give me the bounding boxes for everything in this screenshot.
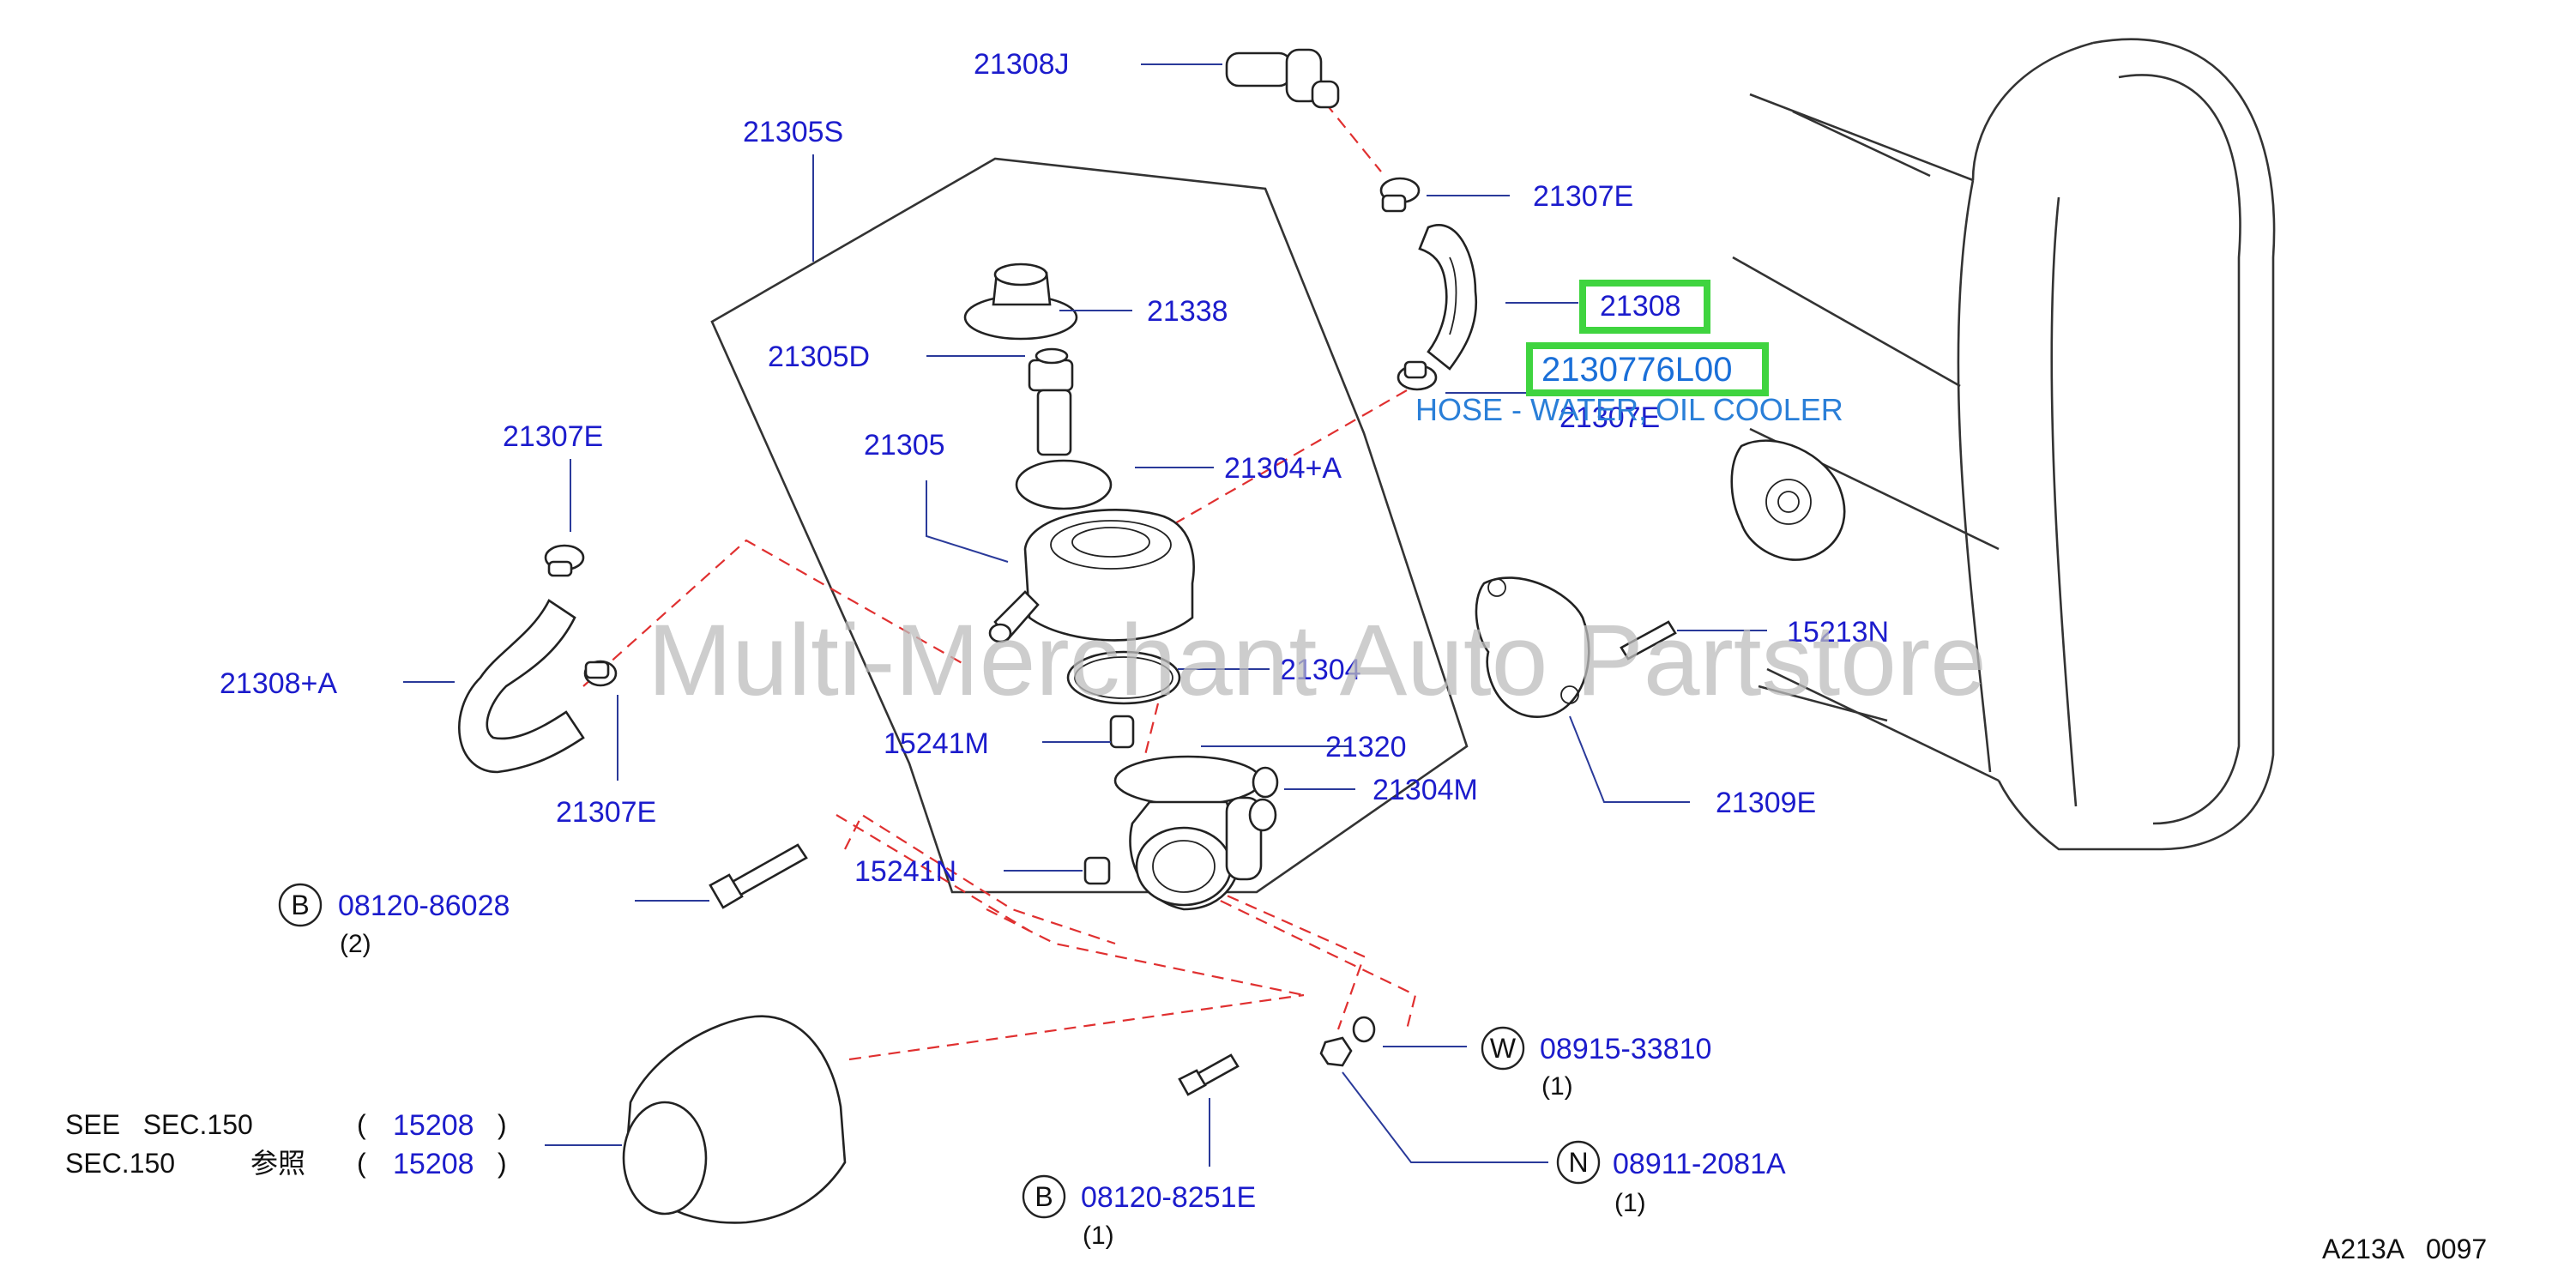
label-08911-2081A[interactable]: 08911-2081A — [1613, 1148, 1786, 1180]
part-21305D-relief-valve — [1028, 347, 1074, 456]
label-21305S[interactable]: 21305S — [743, 116, 843, 148]
label-21307E-left[interactable]: 21307E — [503, 420, 603, 453]
highlight-description: HOSE - WATER, OIL COOLER — [1415, 392, 1843, 427]
label-21307E-top[interactable]: 21307E — [1533, 180, 1633, 213]
highlight-part-number[interactable]: 2130776L00 — [1541, 351, 1732, 389]
see-section-line2: SEC.150 — [65, 1148, 175, 1179]
svg-text:N: N — [1568, 1147, 1588, 1178]
see-section-paren-close-2: ) — [498, 1148, 507, 1179]
label-21305D[interactable]: 21305D — [768, 341, 870, 373]
clamp-top — [1379, 177, 1421, 213]
label-15208-b[interactable]: 15208 — [393, 1148, 474, 1180]
qty-bolt-a: (2) — [340, 930, 371, 958]
hose-21308 — [1418, 224, 1478, 371]
nut-08911 — [1319, 1036, 1353, 1067]
symbol-nut: N — [1556, 1140, 1601, 1185]
part-21304M-ring — [1252, 766, 1279, 799]
symbol-washer: W — [1481, 1026, 1525, 1071]
label-08120-8251E[interactable]: 08120-8251E — [1081, 1181, 1256, 1214]
hose-21308A — [458, 599, 585, 774]
qty-nut: (1) — [1614, 1189, 1646, 1217]
label-21338[interactable]: 21338 — [1147, 295, 1228, 328]
washer-08915 — [1352, 1016, 1376, 1043]
oil-filter-15208 — [622, 1015, 847, 1224]
leader-lines — [403, 63, 1767, 1167]
part-21320-oil-filter-bracket — [1113, 755, 1277, 911]
see-section-line2-ref: 参照 — [250, 1148, 305, 1179]
label-21308J[interactable]: 21308J — [974, 48, 1070, 81]
part-15241N — [1083, 856, 1111, 885]
part-15213N-stud — [1620, 620, 1677, 661]
see-section-reference: SEE SEC.150 ( ) SEC.150 参照 ( ) — [65, 1109, 507, 1179]
label-21308A[interactable]: 21308+A — [220, 667, 337, 700]
label-08120-86028[interactable]: 08120-86028 — [338, 890, 510, 922]
part-21338-cap — [963, 262, 1078, 341]
label-21320[interactable]: 21320 — [1325, 731, 1407, 763]
highlight-callout: 2130776L00 HOSE - WATER, OIL COOLER — [1415, 351, 1843, 427]
label-08915-33810[interactable]: 08915-33810 — [1540, 1033, 1711, 1065]
symbol-bolt-a: B — [278, 883, 323, 927]
label-21307E-mid[interactable]: 21307E — [1559, 401, 1660, 434]
part-labels: 21308J 21305S 21307E 21338 21308 21305D … — [220, 48, 1889, 1214]
label-21304A[interactable]: 21304+A — [1224, 452, 1342, 485]
watermark: Multi-Merchant Auto Partstore — [648, 604, 1987, 717]
qty-bolt-b: (1) — [1083, 1222, 1114, 1250]
label-21309E[interactable]: 21309E — [1716, 787, 1816, 819]
clamp-left-top — [544, 544, 585, 577]
label-21304[interactable]: 21304 — [1280, 654, 1361, 686]
diagram-code: A213A 0097 — [2322, 1234, 2487, 1264]
see-section-paren-open-1: ( — [357, 1109, 366, 1140]
label-15208-a[interactable]: 15208 — [393, 1109, 474, 1142]
part-21308J-fitting — [1225, 48, 1340, 109]
symbol-bolt-b: B — [1022, 1174, 1066, 1219]
clamp-mid — [1397, 360, 1438, 391]
dashed-centerlines — [582, 102, 1417, 1061]
label-21305[interactable]: 21305 — [864, 429, 945, 462]
label-21308[interactable]: 21308 — [1600, 290, 1681, 323]
part-15241M — [1109, 715, 1135, 749]
svg-text:B: B — [291, 890, 309, 920]
part-21304A-o-ring — [1015, 459, 1113, 510]
see-section-paren-open-2: ( — [357, 1148, 366, 1179]
qty-washer: (1) — [1541, 1072, 1573, 1101]
quantities: (2) (1) (1) (1) — [340, 930, 1646, 1250]
clamp-left-bottom — [583, 660, 618, 687]
part-21309E-gasket — [1475, 576, 1590, 718]
label-15241N[interactable]: 15241N — [854, 855, 956, 888]
engine-block-outline — [1732, 38, 2276, 851]
bolt-08120-86028 — [709, 843, 808, 909]
label-15241M[interactable]: 15241M — [884, 727, 989, 760]
highlight-boxes — [1526, 280, 1769, 396]
part-21305-oil-cooler — [988, 509, 1195, 643]
label-21304M[interactable]: 21304M — [1372, 774, 1478, 806]
assembly-frame — [710, 157, 1469, 894]
svg-text:B: B — [1035, 1181, 1053, 1212]
water-pump-part — [1730, 439, 1846, 561]
label-21307E-lower[interactable]: 21307E — [556, 796, 656, 829]
see-section-paren-close-1: ) — [498, 1109, 507, 1140]
see-section-line1: SEE SEC.150 — [65, 1109, 253, 1140]
bolt-08120-8251E — [1178, 1053, 1240, 1096]
part-21304-gasket — [1066, 650, 1181, 705]
svg-text:W: W — [1490, 1033, 1517, 1064]
label-15213N[interactable]: 15213N — [1787, 616, 1889, 649]
